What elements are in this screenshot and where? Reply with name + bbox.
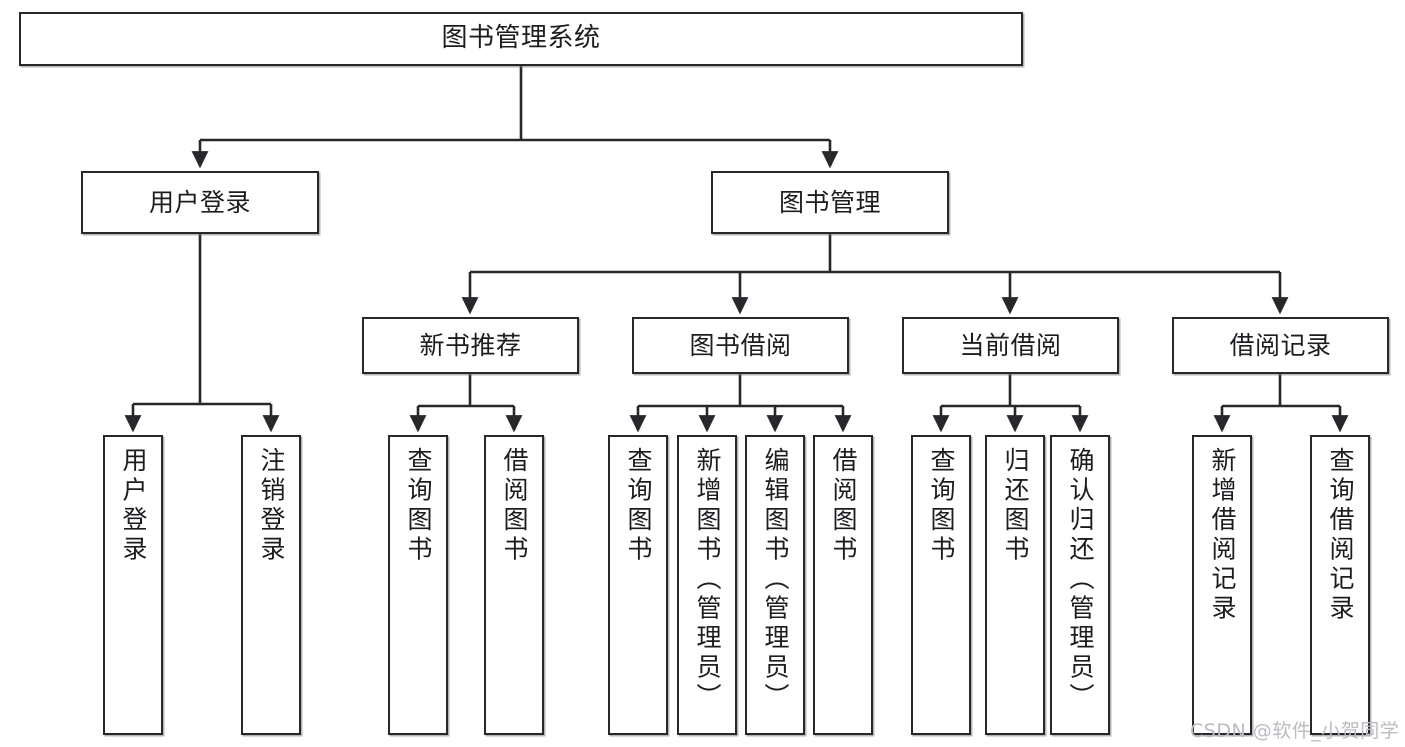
node-current-borrow-label: 当前借阅 xyxy=(959,330,1062,360)
leaf-query-borrow-record-label: 查询借阅记录 xyxy=(1326,447,1355,624)
leaf-return-book[interactable]: 归还图书 xyxy=(985,435,1045,735)
leaf-edit-book-admin-label: 编辑图书（管理员） xyxy=(761,447,790,713)
leaf-borrow-book-recommend[interactable]: 借阅图书 xyxy=(484,435,544,735)
leaf-query-book-borrow-label: 查询图书 xyxy=(624,447,653,565)
node-current-borrow[interactable]: 当前借阅 xyxy=(902,317,1119,374)
leaf-confirm-return-admin-label: 确认归还（管理员） xyxy=(1066,447,1095,713)
node-user-login-label: 用户登录 xyxy=(148,187,251,217)
node-borrow-record[interactable]: 借阅记录 xyxy=(1172,317,1389,374)
leaf-add-borrow-record-label: 新增借阅记录 xyxy=(1208,447,1237,624)
leaf-query-borrow-record[interactable]: 查询借阅记录 xyxy=(1310,435,1370,735)
leaf-logout[interactable]: 注销登录 xyxy=(241,435,301,735)
node-root[interactable]: 图书管理系统 xyxy=(19,12,1023,66)
leaf-add-book-admin-label: 新增图书（管理员） xyxy=(693,447,722,713)
node-borrow-record-label: 借阅记录 xyxy=(1229,330,1332,360)
leaf-query-book-recommend[interactable]: 查询图书 xyxy=(388,435,448,735)
leaf-query-book-current[interactable]: 查询图书 xyxy=(911,435,971,735)
leaf-add-borrow-record[interactable]: 新增借阅记录 xyxy=(1192,435,1252,735)
node-new-book-recommend-label: 新书推荐 xyxy=(419,330,522,360)
node-book-manage[interactable]: 图书管理 xyxy=(711,171,949,234)
leaf-confirm-return-admin[interactable]: 确认归还（管理员） xyxy=(1050,435,1110,735)
node-root-label: 图书管理系统 xyxy=(441,23,601,54)
node-book-borrow[interactable]: 图书借阅 xyxy=(632,317,849,374)
leaf-return-book-label: 归还图书 xyxy=(1001,447,1030,565)
leaf-query-book-recommend-label: 查询图书 xyxy=(404,447,433,565)
node-book-borrow-label: 图书借阅 xyxy=(689,330,792,360)
leaf-query-book-current-label: 查询图书 xyxy=(927,447,956,565)
leaf-query-book-borrow[interactable]: 查询图书 xyxy=(608,435,668,735)
leaf-borrow-book-recommend-label: 借阅图书 xyxy=(500,447,529,565)
node-user-login[interactable]: 用户登录 xyxy=(81,171,319,234)
csdn-watermark: CSDN @软件_小贺同学 xyxy=(1190,720,1400,742)
leaf-user-login[interactable]: 用户登录 xyxy=(103,435,163,735)
node-book-manage-label: 图书管理 xyxy=(778,187,881,217)
leaf-add-book-admin[interactable]: 新增图书（管理员） xyxy=(677,435,737,735)
leaf-user-login-label: 用户登录 xyxy=(119,447,148,565)
leaf-borrow-book-label: 借阅图书 xyxy=(829,447,858,565)
node-new-book-recommend[interactable]: 新书推荐 xyxy=(362,317,579,374)
leaf-borrow-book[interactable]: 借阅图书 xyxy=(813,435,873,735)
leaf-logout-label: 注销登录 xyxy=(257,447,286,565)
leaf-edit-book-admin[interactable]: 编辑图书（管理员） xyxy=(745,435,805,735)
